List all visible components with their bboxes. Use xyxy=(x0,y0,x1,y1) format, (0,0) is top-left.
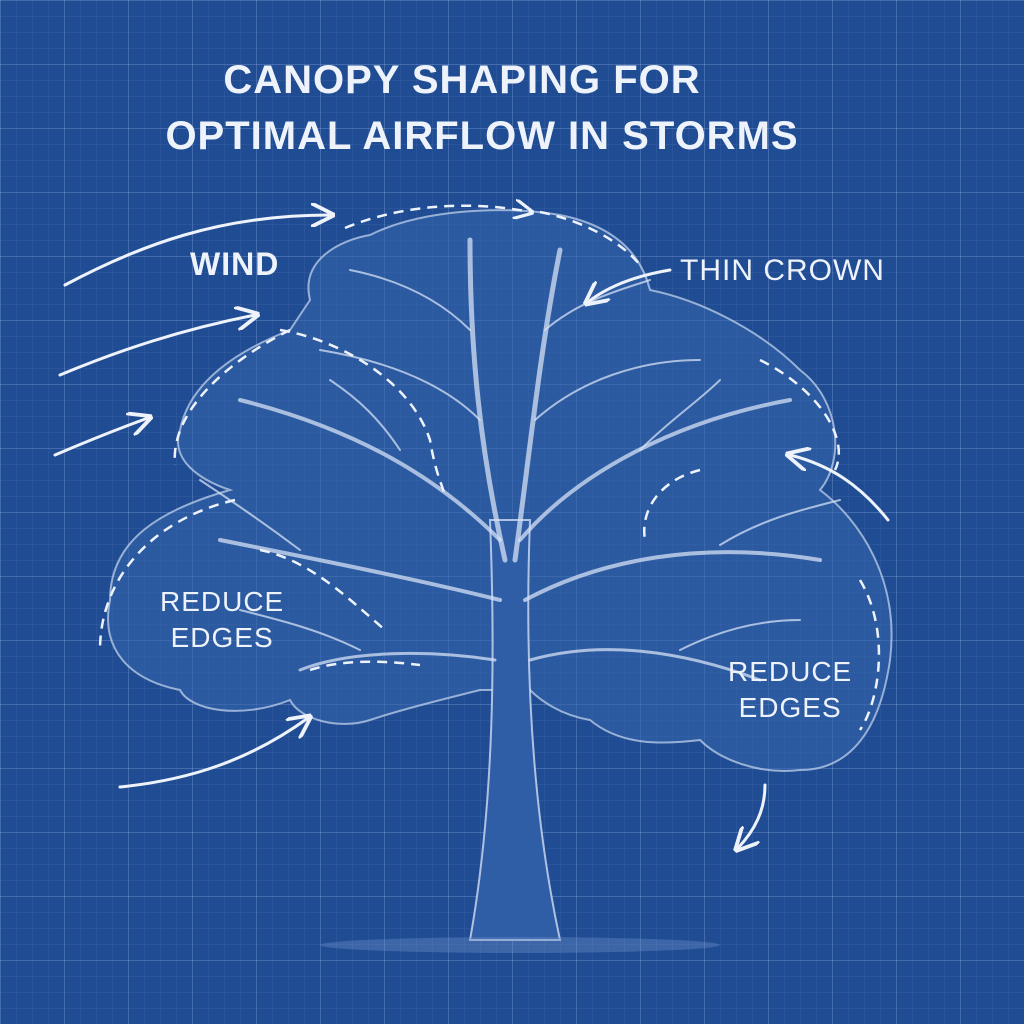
thin-crown-label: THIN CROWN xyxy=(680,254,885,287)
trunk xyxy=(320,519,720,953)
title-line-1: CANOPY SHAPING FOR xyxy=(223,58,701,102)
reduce-edges-left-line1: REDUCE xyxy=(160,586,285,617)
reduce-edges-right-line1: REDUCE xyxy=(728,656,853,687)
right-inflow-arrow xyxy=(790,455,890,522)
branches xyxy=(199,237,841,682)
wind-arrow-2 xyxy=(58,315,255,377)
reduce-edges-right-label: REDUCE EDGES xyxy=(728,654,852,726)
wind-arrow-3 xyxy=(53,418,148,457)
wind-label: WIND xyxy=(190,246,280,282)
reduce-edges-left-line2: EDGES xyxy=(170,622,274,653)
canopy xyxy=(107,209,893,772)
reduce-edges-right-line2: EDGES xyxy=(738,692,842,723)
downflow-arrow xyxy=(738,783,767,848)
wind-arrows xyxy=(53,215,890,848)
wind-arrow-1 xyxy=(63,215,330,287)
reduce-edges-left-label: REDUCE EDGES xyxy=(160,584,284,656)
thin-crown-arrow xyxy=(588,268,672,302)
title-line-2: OPTIMAL AIRFLOW IN STORMS xyxy=(165,114,799,158)
dashed-guides xyxy=(98,206,881,731)
wind-arrow-4 xyxy=(118,718,308,789)
